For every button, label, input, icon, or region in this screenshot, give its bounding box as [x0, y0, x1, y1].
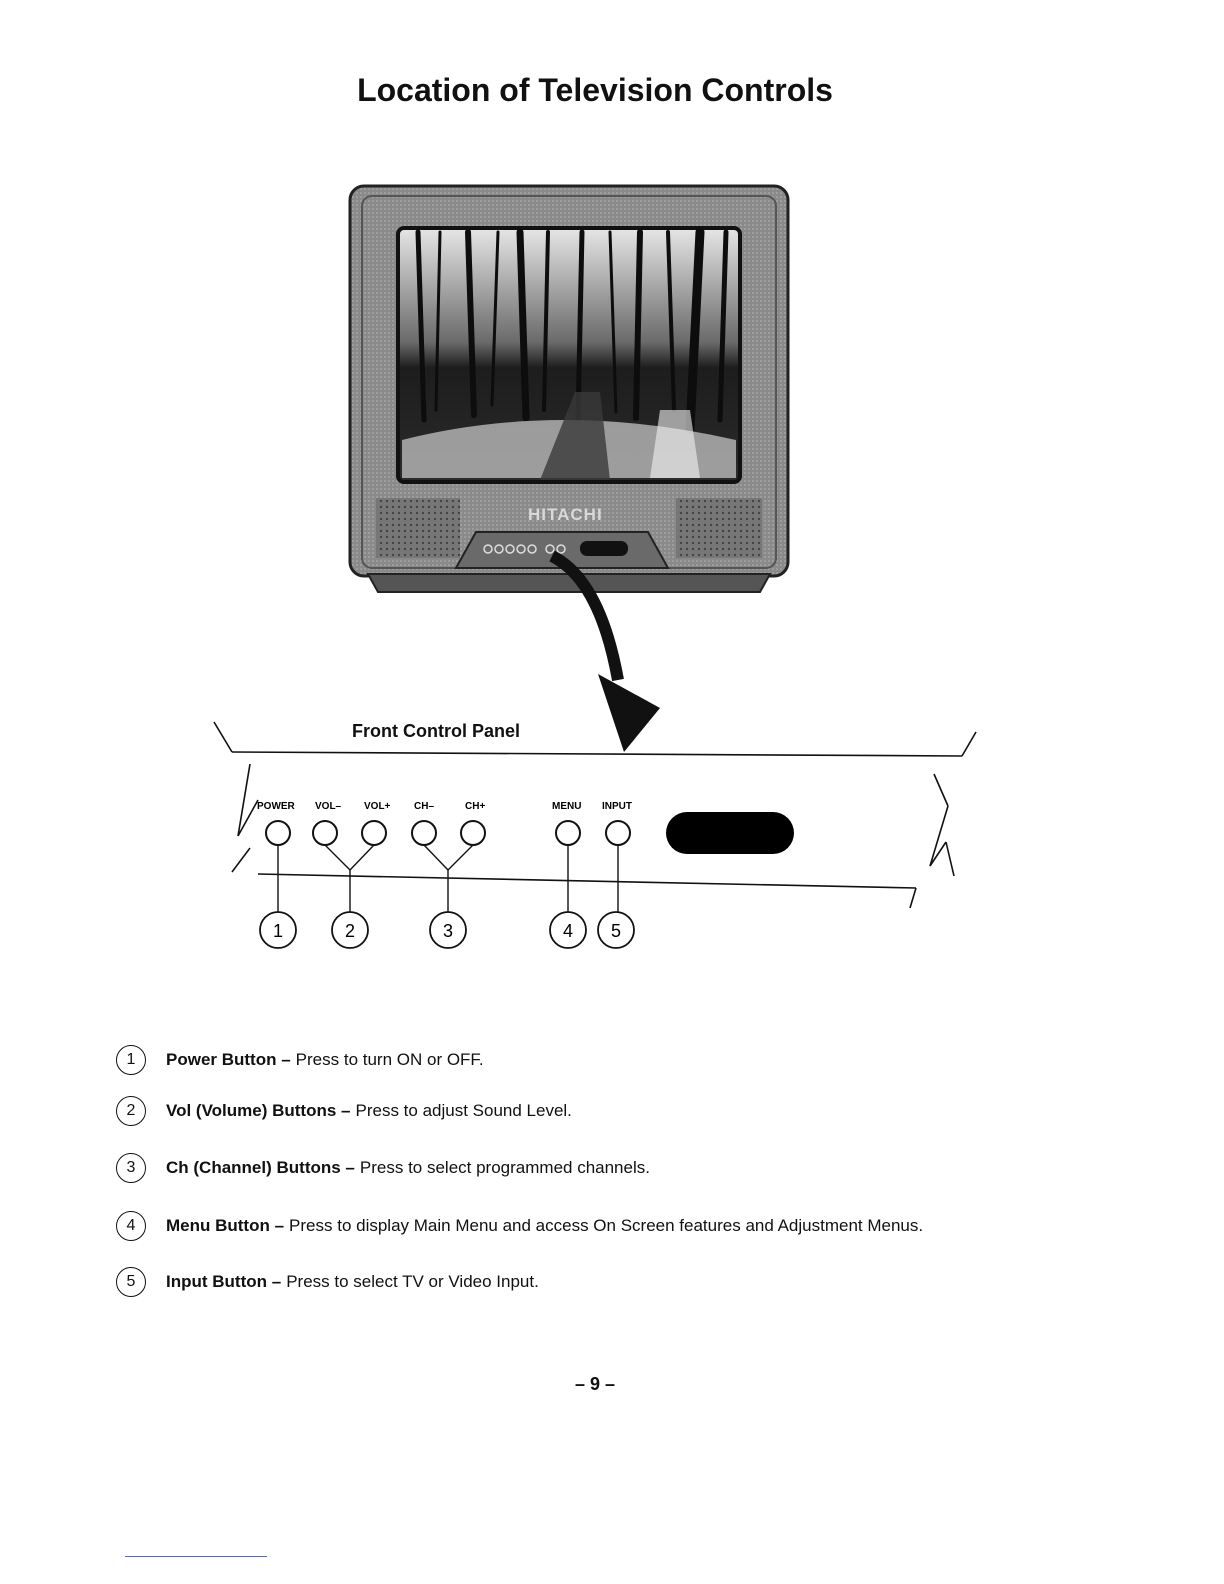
legend-number: 3 — [116, 1153, 146, 1183]
legend-description: Press to adjust Sound Level. — [355, 1101, 571, 1121]
label-vol-down: VOL– — [315, 801, 342, 812]
tv-brand-logo: HITACHI — [528, 505, 603, 524]
callout-4: 4 — [563, 921, 573, 941]
footer-rule — [125, 1556, 267, 1557]
legend-description: Press to select TV or Video Input. — [286, 1272, 539, 1292]
power-button[interactable] — [266, 821, 290, 845]
front-control-panel — [214, 722, 976, 908]
legend-item: 4 Menu Button – Press to display Main Me… — [116, 1208, 923, 1244]
ch-up-button[interactable] — [461, 821, 485, 845]
legend-item: 1 Power Button – Press to turn ON or OFF… — [116, 1042, 484, 1078]
callout-3: 3 — [443, 921, 453, 941]
callout-1: 1 — [273, 921, 283, 941]
legend-description: Press to select programmed channels. — [360, 1158, 650, 1178]
label-input: INPUT — [602, 801, 632, 812]
label-ch-up: CH+ — [465, 801, 485, 812]
legend-term: Vol (Volume) Buttons – — [166, 1101, 350, 1121]
label-menu: MENU — [552, 801, 581, 812]
panel-title: Front Control Panel — [352, 721, 520, 742]
legend-term: Menu Button – — [166, 1216, 284, 1236]
vol-up-button[interactable] — [362, 821, 386, 845]
legend-term: Ch (Channel) Buttons – — [166, 1158, 355, 1178]
callout-leaders — [278, 845, 618, 912]
page-number: – 9 – — [0, 1374, 1190, 1395]
legend-number: 4 — [116, 1211, 146, 1241]
legend-description: Press to display Main Menu and access On… — [289, 1216, 923, 1236]
legend-item: 3 Ch (Channel) Buttons – Press to select… — [116, 1150, 650, 1186]
television: HITACHI — [350, 186, 788, 592]
legend-number: 1 — [116, 1045, 146, 1075]
tv-screen — [398, 228, 740, 482]
callout-5: 5 — [611, 921, 621, 941]
menu-button[interactable] — [556, 821, 580, 845]
label-power: POWER — [257, 801, 296, 812]
vol-down-button[interactable] — [313, 821, 337, 845]
callout-2: 2 — [345, 921, 355, 941]
remote-sensor-window — [666, 812, 794, 854]
legend-item: 5 Input Button – Press to select TV or V… — [116, 1264, 539, 1300]
legend-description: Press to turn ON or OFF. — [296, 1050, 484, 1070]
legend-item: 2 Vol (Volume) Buttons – Press to adjust… — [116, 1093, 572, 1129]
legend-number: 2 — [116, 1096, 146, 1126]
label-vol-up: VOL+ — [364, 801, 391, 812]
tv-diagram: HITACHI POWER VOL– VOL+ CH– — [0, 0, 1224, 1000]
legend-term: Input Button – — [166, 1272, 281, 1292]
label-ch-down: CH– — [414, 801, 434, 812]
legend-number: 5 — [116, 1267, 146, 1297]
input-button[interactable] — [606, 821, 630, 845]
ch-down-button[interactable] — [412, 821, 436, 845]
legend-term: Power Button – — [166, 1050, 291, 1070]
